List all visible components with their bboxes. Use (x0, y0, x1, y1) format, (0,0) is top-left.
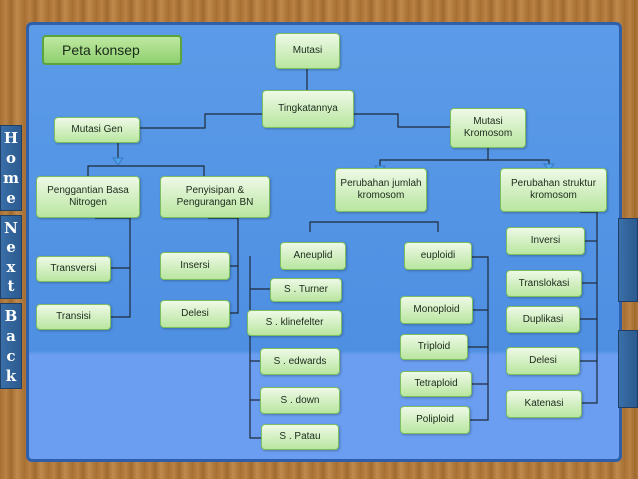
node-poliploid[interactable]: Poliploid (400, 406, 470, 434)
node-perubahan-jumlah[interactable]: Perubahan jumlah kromosom (335, 168, 427, 212)
node-tetraploid[interactable]: Tetraploid (400, 371, 472, 397)
home-letter: m (3, 169, 19, 187)
back-letter: B (4, 307, 18, 325)
arrowhead (112, 157, 124, 166)
node-penyisipan[interactable]: Penyisipan & Pengurangan BN (160, 176, 270, 218)
node-mutasi-gen[interactable]: Mutasi Gen (54, 117, 140, 143)
node-s-patau[interactable]: S . Patau (261, 424, 339, 450)
node-translokasi[interactable]: Translokasi (506, 270, 582, 297)
back-button[interactable]: B a c k (0, 303, 22, 389)
connector (379, 148, 489, 170)
home-letter: H (3, 129, 19, 147)
node-mutasi-kromosom[interactable]: Mutasi Kromosom (450, 108, 526, 148)
node-perubahan-struktur[interactable]: Perubahan struktur kromosom (500, 168, 607, 212)
node-transisi[interactable]: Transisi (36, 304, 111, 330)
connector (140, 113, 262, 129)
next-letter: e (6, 238, 16, 257)
node-triploid[interactable]: Triploid (400, 334, 468, 360)
node-s-down[interactable]: S . down (260, 387, 340, 414)
next-button[interactable]: N e x t (0, 215, 22, 299)
home-button[interactable]: H o m e (0, 125, 22, 211)
node-s-edwards[interactable]: S . edwards (260, 348, 340, 375)
node-penggantian-basa[interactable]: Penggantian Basa Nitrogen (36, 176, 140, 218)
node-inversi[interactable]: Inversi (506, 227, 585, 255)
page-title: Peta konsep (42, 35, 182, 65)
connector (470, 256, 489, 421)
connector (87, 165, 205, 176)
home-letter: o (5, 149, 16, 167)
home-letter: e (6, 189, 16, 207)
next-letter: N (4, 218, 18, 237)
node-euploidi[interactable]: euploidi (404, 242, 472, 270)
node-delesi-gen[interactable]: Delesi (160, 300, 230, 328)
node-transversi[interactable]: Transversi (36, 256, 111, 282)
connector (580, 211, 598, 404)
node-insersi[interactable]: Insersi (160, 252, 230, 280)
next-letter: t (7, 277, 15, 296)
connector (95, 217, 131, 269)
arrowhead (543, 163, 555, 172)
back-letter: k (5, 367, 17, 385)
node-delesi-kromosom[interactable]: Delesi (506, 347, 580, 375)
connector (309, 221, 439, 232)
node-katenasi[interactable]: Katenasi (506, 390, 582, 418)
node-s-turner[interactable]: S . Turner (270, 278, 342, 302)
connector (230, 266, 239, 314)
connector (352, 113, 450, 128)
connector (111, 268, 131, 318)
connector (208, 217, 239, 267)
next-letter: x (6, 257, 16, 276)
node-aneuplid[interactable]: Aneuplid (280, 242, 346, 270)
back-letter: c (6, 347, 16, 365)
node-duplikasi[interactable]: Duplikasi (506, 306, 580, 333)
node-s-klinefelter[interactable]: S . klinefelter (247, 310, 342, 336)
node-monoploid[interactable]: Monoploid (400, 296, 473, 324)
back-letter: a (6, 327, 16, 345)
node-tingkatannya[interactable]: Tingkatannya (262, 90, 354, 128)
connector (488, 159, 550, 168)
node-mutasi[interactable]: Mutasi (275, 33, 340, 69)
